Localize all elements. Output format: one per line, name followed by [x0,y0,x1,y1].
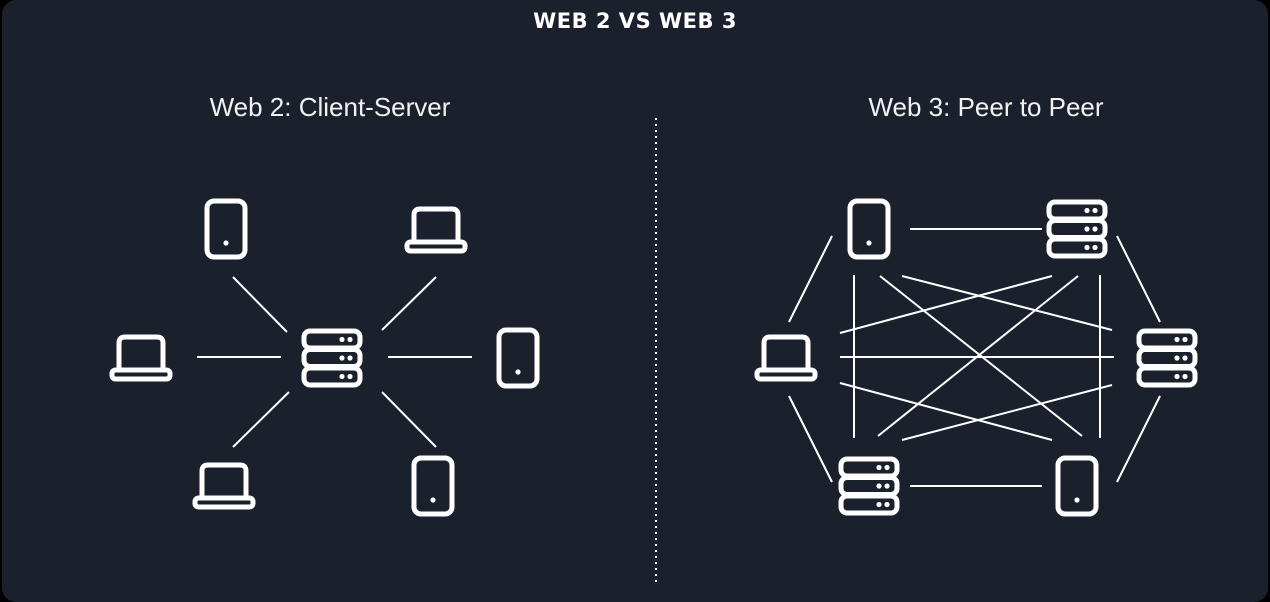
link-line [1116,395,1161,483]
smartphone-icon [207,201,245,257]
laptop-icon [757,337,815,379]
link-line [839,275,1053,334]
link-line [901,384,1113,441]
smartphone-icon [1058,458,1096,514]
laptop-icon [112,337,170,379]
link-line [381,391,437,448]
server-icon [1139,331,1195,385]
link-line [877,275,1079,437]
server-icon [1049,202,1105,256]
server-icon [304,331,360,385]
web3-links [788,228,1161,487]
smartphone-icon [850,201,888,257]
link-line [839,382,1053,441]
link-line [901,275,1113,331]
laptop-icon [195,465,253,507]
laptop-icon [407,209,465,251]
link-line [879,275,1083,437]
web2-nodes [112,201,537,514]
link-line [1116,235,1161,323]
web2-links [197,276,472,448]
link-line [232,391,290,448]
smartphone-icon [499,330,537,386]
link-line [381,276,437,331]
link-line [788,235,833,323]
server-icon [841,459,897,513]
page-title: WEB 2 VS WEB 3 [533,9,737,33]
web3-heading: Web 3: Peer to Peer [868,92,1104,122]
link-line [788,395,833,483]
link-line [232,276,288,333]
web2-heading: Web 2: Client-Server [209,92,451,122]
smartphone-icon [414,458,452,514]
